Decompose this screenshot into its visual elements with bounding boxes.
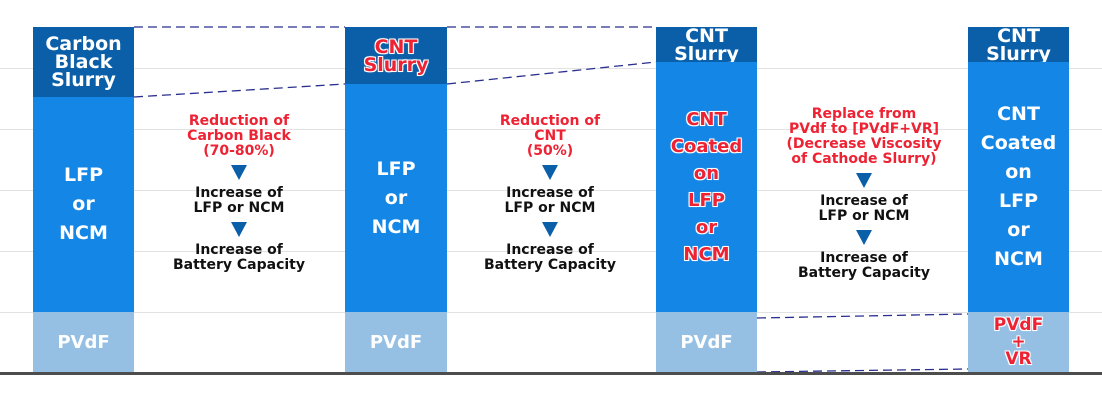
connector-bottom-1 [133, 83, 346, 98]
col2-active-block: LFP or NCM [345, 84, 447, 312]
effect-line: Increase of [506, 185, 594, 201]
down-arrow-icon [856, 173, 872, 188]
annotation-3-effect-2: Increase of Battery Capacity [798, 251, 930, 281]
col1-binder-block: PVdF [33, 312, 134, 372]
effect-line: Increase of [195, 185, 283, 201]
col1-active-block: LFP or NCM [33, 97, 134, 312]
col3-slurry-line: Slurry [674, 42, 739, 65]
effect-line: Increase of [195, 242, 283, 258]
col4-active-line: or [1007, 219, 1030, 241]
col3-active-line: LFP [688, 190, 725, 211]
connector-bottom-2 [446, 61, 657, 85]
col3-slurry-block: CNT Slurry [656, 24, 757, 65]
col4-active-line: Coated on [980, 132, 1057, 183]
cause-line: (Decrease Viscosity [786, 136, 942, 152]
col2-binder-block: PVdF [345, 312, 447, 372]
annotation-1: Reduction of Carbon Black (70-80%) Incre… [139, 114, 339, 273]
col1-active-line: or [72, 193, 95, 215]
annotation-1-effect-1: Increase of LFP or NCM [194, 186, 285, 216]
annotation-1-cause: Reduction of Carbon Black (70-80%) [187, 114, 291, 159]
connector-bottom-3 [756, 368, 969, 373]
col1-active-line: LFP [63, 164, 103, 186]
effect-line: LFP or NCM [818, 208, 910, 224]
cause-line: Reduction of [499, 113, 601, 129]
annotation-2-effect-1: Increase of LFP or NCM [505, 186, 596, 216]
effect-line: LFP or NCM [193, 200, 285, 216]
annotation-2-cause: Reduction of CNT (50%) [500, 114, 600, 159]
col4-slurry-block: CNT Slurry [968, 24, 1069, 65]
col2-slurry-line: CNT [374, 35, 418, 58]
col2-active-line: LFP [376, 157, 416, 180]
gridline [0, 251, 1102, 252]
col2-slurry-block: CNT Slurry [345, 27, 447, 84]
cause-line: Reduction of [188, 113, 290, 129]
effect-line: Increase of [506, 242, 594, 258]
gridline [0, 68, 1102, 69]
col4-slurry-line: Slurry [986, 42, 1051, 65]
cause-line: (50%) [526, 143, 574, 159]
gridline [0, 312, 1102, 313]
annotation-1-effect-2: Increase of Battery Capacity [173, 243, 305, 273]
col1-slurry-block: Carbon Black Slurry [33, 27, 134, 97]
effect-line: Battery Capacity [172, 257, 305, 273]
col4-active-line: LFP [998, 190, 1038, 212]
col2-binder-label: PVdF [369, 331, 423, 353]
col3-binder-label: PVdF [680, 331, 733, 353]
col4-binder-line: VR [1005, 348, 1032, 369]
gridline [0, 129, 1102, 130]
down-arrow-icon [231, 222, 247, 237]
col3-active-line: NCM [683, 244, 730, 265]
annotation-3-cause: Replace from PVdf to [PVdF+VR] (Decrease… [787, 107, 942, 167]
baseline [0, 372, 1102, 375]
effect-line: Battery Capacity [797, 265, 930, 281]
col1-slurry-line: Slurry [51, 69, 116, 91]
annotation-3: Replace from PVdf to [PVdF+VR] (Decrease… [764, 107, 964, 281]
col1-slurry-line: Black [54, 51, 113, 73]
col4-binder-line: + [1011, 331, 1026, 352]
cause-line: PVdf to [PVdF+VR] [788, 121, 940, 137]
col4-active-line: CNT [997, 103, 1040, 125]
connector-top-3 [756, 313, 969, 319]
down-arrow-icon [542, 222, 558, 237]
down-arrow-icon [856, 230, 872, 245]
cause-line: Replace from [811, 106, 917, 122]
col4-binder-block: PVdF + VR [968, 312, 1069, 372]
down-arrow-icon [231, 165, 247, 180]
col4-slurry-line: CNT [997, 24, 1040, 47]
annotation-2-effect-2: Increase of Battery Capacity [484, 243, 616, 273]
col3-active-line: CNT [686, 109, 727, 130]
down-arrow-icon [542, 165, 558, 180]
gridline [0, 190, 1102, 191]
cause-line: CNT [534, 128, 566, 144]
col3-active-line: Coated on [670, 136, 743, 184]
annotation-3-effect-1: Increase of LFP or NCM [819, 194, 910, 224]
effect-line: LFP or NCM [504, 200, 596, 216]
effect-line: Battery Capacity [483, 257, 616, 273]
effect-line: Increase of [820, 250, 908, 266]
col1-active-line: NCM [59, 222, 108, 244]
effect-line: Increase of [820, 193, 908, 209]
col1-binder-label: PVdF [57, 331, 110, 353]
col4-active-block: CNT Coated on LFP or NCM [968, 62, 1069, 312]
annotation-2: Reduction of CNT (50%) Increase of LFP o… [450, 114, 650, 273]
col3-active-block: CNT Coated on LFP or NCM [656, 62, 757, 312]
col4-binder-line: PVdF [993, 314, 1044, 335]
col2-active-line: NCM [371, 215, 421, 238]
col2-slurry-line: Slurry [363, 53, 429, 76]
col2-active-line: or [384, 186, 408, 209]
cause-line: (70-80%) [203, 143, 275, 159]
col1-slurry-line: Carbon [45, 33, 122, 55]
col3-binder-block: PVdF [656, 312, 757, 372]
col4-active-line: NCM [994, 248, 1043, 270]
col3-active-line: or [695, 217, 718, 238]
cause-line: Carbon Black [187, 128, 291, 144]
col3-slurry-line: CNT [685, 24, 728, 47]
cause-line: of Cathode Slurry) [791, 151, 937, 167]
